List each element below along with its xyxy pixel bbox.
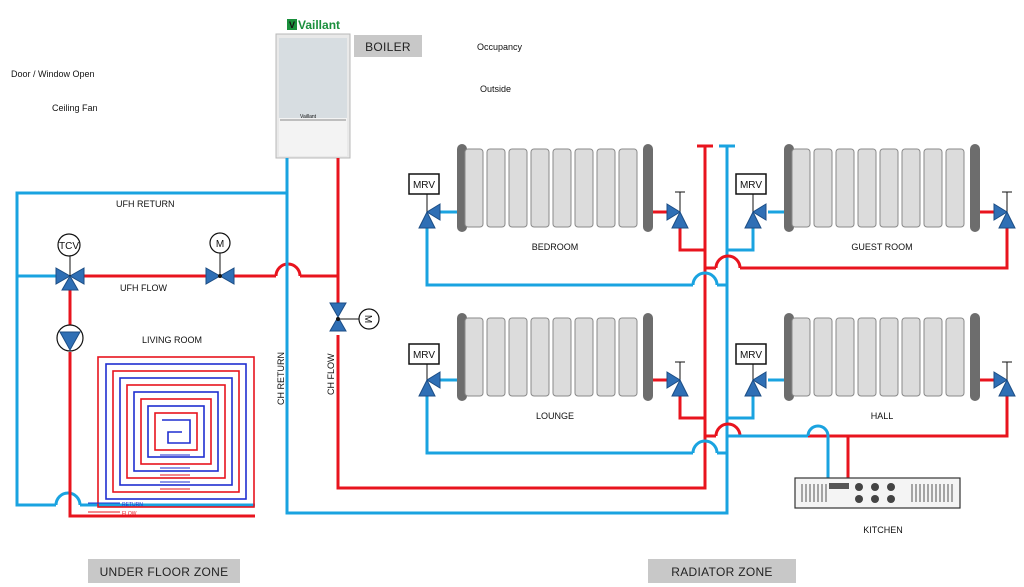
mrv-label: MRV (740, 350, 762, 361)
radiator-lounge (456, 312, 654, 402)
boiler-badge: Vaillant (300, 114, 317, 120)
ch-return-label: CH RETURN (276, 352, 286, 405)
lockshield-valve-guest-room (993, 191, 1016, 229)
ch-motor-label: M (362, 315, 373, 323)
mrv-hall: MRV (735, 343, 767, 397)
mrv-label: MRV (413, 350, 435, 361)
tcv-valve: TCV (55, 233, 85, 291)
svg-text:V: V (289, 20, 295, 30)
ch-motor-valve: M (329, 302, 380, 332)
ch-pipework (285, 146, 729, 515)
lockshield-valve-bedroom (666, 191, 689, 229)
radiator-zone-label: RADIATOR ZONE (671, 565, 772, 579)
brand-name: Vaillant (298, 18, 340, 32)
radiator-hall (783, 312, 981, 402)
vaillant-logo: V Vaillant (287, 18, 340, 32)
boiler-label: BOILER (365, 40, 411, 54)
mrv-label: MRV (740, 180, 762, 191)
pump-icon (56, 324, 84, 352)
coil-return-label: RETURN (122, 502, 143, 508)
mrv-lounge: MRV (408, 343, 441, 397)
radiator-zone-box (648, 559, 796, 583)
room-label-lounge: LOUNGE (536, 411, 574, 421)
radiator-bedroom (456, 143, 654, 233)
mrv-label: MRV (413, 180, 435, 191)
ufh-motor-valve: M (205, 232, 235, 285)
radiator-pipework (425, 144, 1009, 478)
lockshield-valve-lounge (666, 361, 689, 397)
kitchen-plinth-heater (794, 477, 961, 509)
sensor-door-window: Door / Window Open (11, 69, 95, 79)
sensor-outside: Outside (480, 84, 511, 94)
sensor-occupancy: Occupancy (477, 42, 523, 52)
room-label-guest-room: GUEST ROOM (851, 242, 912, 252)
boiler-label-box (354, 35, 422, 57)
tcv-label: TCV (59, 241, 79, 252)
under-floor-zone-label: UNDER FLOOR ZONE (100, 565, 229, 579)
room-label-bedroom: BEDROOM (532, 242, 579, 252)
floor-heating-coil (88, 356, 255, 513)
living-room-label: LIVING ROOM (142, 335, 202, 345)
coil-flow-label: FLOW (122, 511, 137, 517)
room-label-kitchen: KITCHEN (863, 525, 903, 535)
ch-flow-label: CH FLOW (326, 353, 336, 395)
ufh-flow-label: UFH FLOW (120, 283, 168, 293)
radiator-guest-room (783, 143, 981, 233)
room-label-hall: HALL (871, 411, 894, 421)
sensor-ceiling-fan: Ceiling Fan (52, 103, 98, 113)
ufh-motor-label: M (216, 239, 224, 250)
ufh-return-label: UFH RETURN (116, 199, 175, 209)
mrv-bedroom: MRV (408, 173, 441, 229)
mrv-guest-room: MRV (735, 173, 767, 229)
boiler: Vaillant (275, 33, 351, 159)
under-floor-zone-box (88, 559, 240, 583)
lockshield-valve-hall (993, 361, 1016, 397)
